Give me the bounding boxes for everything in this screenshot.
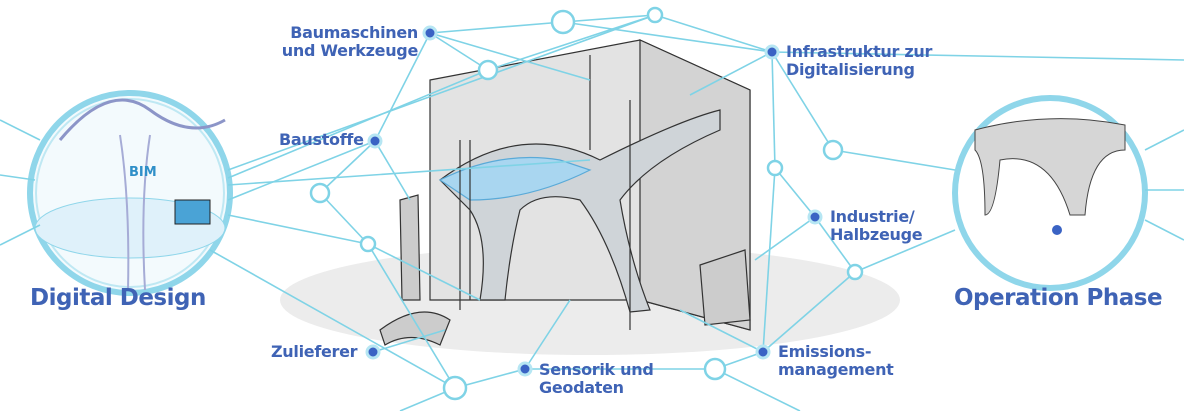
node-sensorik: Sensorik und Geodaten — [539, 361, 654, 397]
node-label-line: Baumaschinen — [290, 23, 418, 42]
node-zulieferer: Zulieferer — [271, 342, 358, 361]
digital-design-title: Digital Design — [30, 285, 206, 311]
node-label-line: und Werkzeuge — [281, 41, 419, 60]
operation-phase-circle — [952, 95, 1148, 291]
node-label-line: Infrastruktur zur — [786, 42, 933, 61]
node-label-line: management — [778, 360, 894, 379]
node-label-line: Halbzeuge — [830, 225, 923, 244]
connection-lines — [0, 14, 1184, 411]
node-label-line: Geodaten — [539, 378, 624, 397]
bim-label: BIM — [129, 165, 157, 180]
node-dots — [365, 25, 823, 377]
node-label-line: Zulieferer — [271, 342, 358, 361]
digital-design-circle — [27, 90, 233, 296]
node-infrastruktur: Infrastruktur zur Digitalisierung — [786, 43, 932, 79]
node-label-line: Baustoffe — [279, 130, 364, 149]
node-label-line: Sensorik und — [539, 360, 654, 379]
node-label-line: Emissions- — [778, 342, 872, 361]
operation-phase-title: Operation Phase — [954, 285, 1163, 311]
node-label-line: Digitalisierung — [786, 60, 915, 79]
construction-scene-illustration — [379, 39, 751, 346]
node-emissions: Emissions- management — [778, 343, 894, 379]
node-industrie: Industrie/ Halbzeuge — [830, 207, 923, 244]
node-label-line: Industrie/ — [830, 207, 915, 226]
node-baumaschinen: Baumaschinen und Werkzeuge — [280, 23, 419, 60]
hub-rings — [309, 6, 864, 401]
node-baustoffe: Baustoffe — [279, 131, 364, 149]
